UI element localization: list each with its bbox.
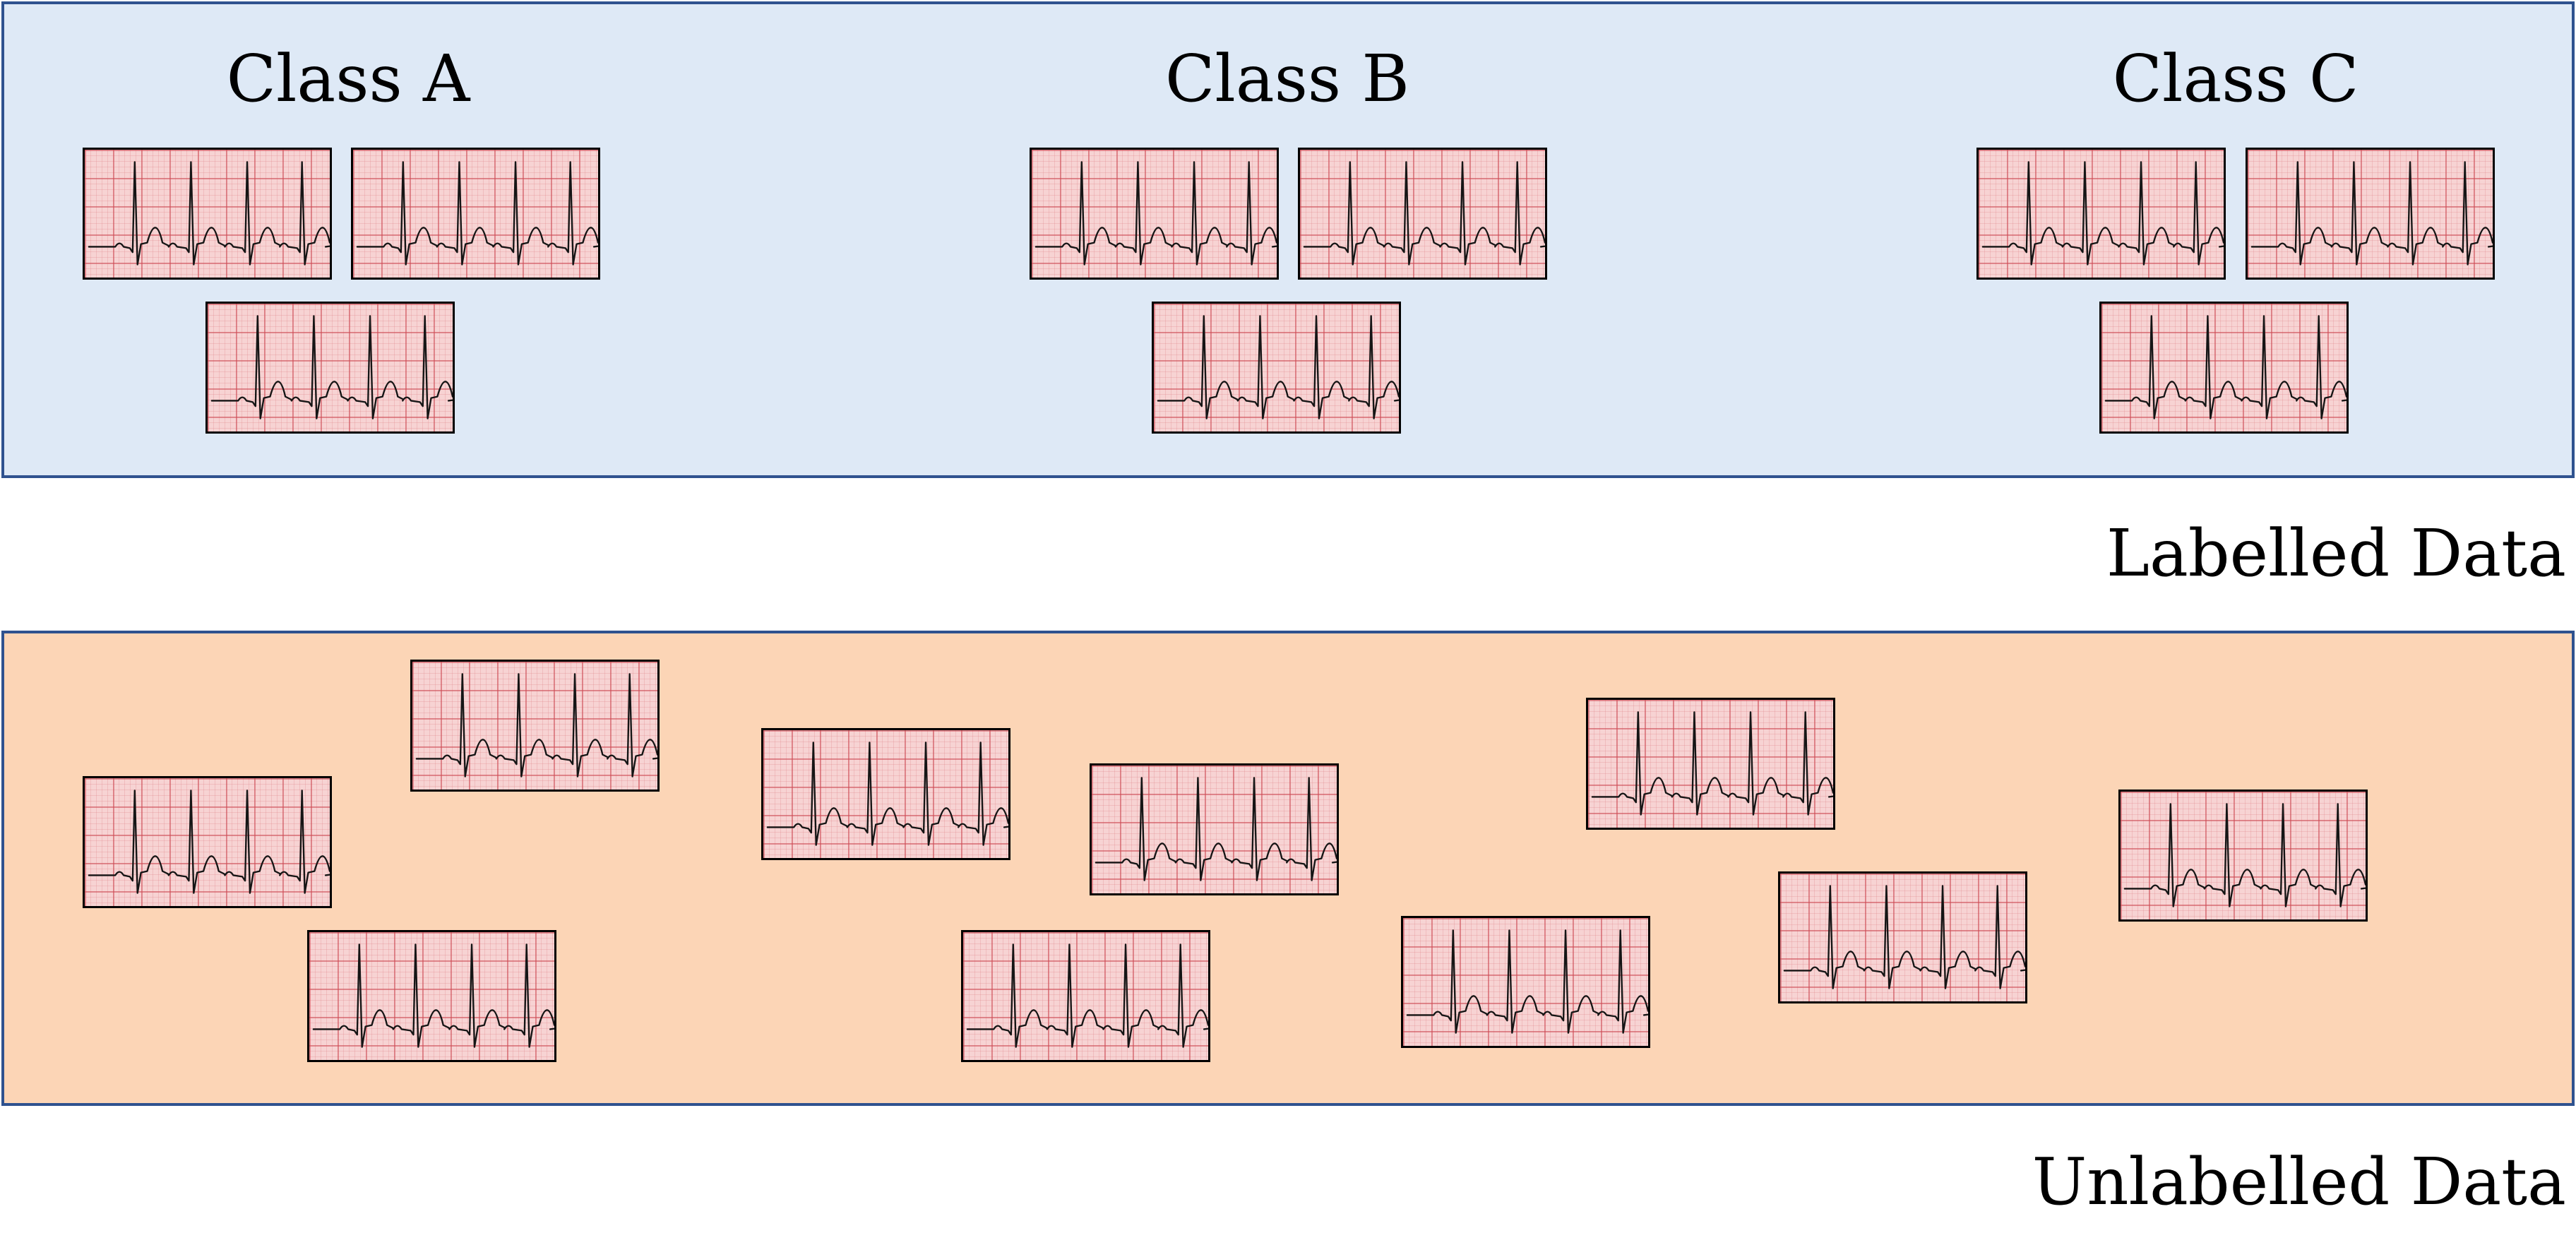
ecg-trace bbox=[210, 315, 453, 419]
class-a-title: Class A bbox=[226, 41, 470, 117]
ecg-trace bbox=[1406, 929, 1648, 1034]
ecg-strip-icon bbox=[1783, 885, 2025, 989]
ecg-trace bbox=[1981, 161, 2224, 266]
class-b-ecg-strip bbox=[1030, 148, 1279, 280]
ecg-trace bbox=[766, 741, 1008, 846]
ecg-strip-icon bbox=[88, 161, 330, 266]
ecg-trace bbox=[1157, 315, 1399, 419]
class-c-ecg-strip bbox=[1976, 148, 2226, 280]
ecg-trace bbox=[2123, 803, 2366, 907]
class-c-ecg-strip bbox=[2246, 148, 2495, 280]
ecg-trace bbox=[966, 943, 1208, 1048]
unlabelled-ecg-strip bbox=[1090, 763, 1339, 895]
unlabelled-ecg-strip bbox=[761, 728, 1010, 860]
labelled-data-caption: Labelled Data bbox=[2106, 516, 2566, 591]
ecg-strip-icon bbox=[2123, 803, 2366, 907]
class-b-ecg-strip bbox=[1152, 302, 1401, 434]
class-a-ecg-strip bbox=[205, 302, 455, 434]
ecg-trace bbox=[415, 673, 657, 778]
ecg-trace bbox=[356, 161, 598, 266]
unlabelled-data-panel bbox=[1, 631, 2575, 1106]
ecg-strip-icon bbox=[1406, 929, 1648, 1034]
ecg-trace bbox=[1034, 161, 1277, 266]
unlabelled-ecg-strip bbox=[1778, 871, 2027, 1003]
class-c-title: Class C bbox=[2112, 41, 2359, 117]
ecg-strip-icon bbox=[210, 315, 453, 419]
ecg-trace bbox=[1783, 885, 2025, 989]
class-a-ecg-strip bbox=[351, 148, 600, 280]
unlabelled-ecg-strip bbox=[83, 776, 332, 908]
labelled-data-panel: Class A Class B Class C bbox=[1, 1, 2575, 478]
ecg-strip-icon bbox=[966, 943, 1208, 1048]
ecg-strip-icon bbox=[1303, 161, 1545, 266]
ecg-trace bbox=[312, 943, 554, 1048]
ecg-trace bbox=[2104, 315, 2347, 419]
unlabelled-data-caption: Unlabelled Data bbox=[2032, 1144, 2566, 1220]
unlabelled-ecg-strip bbox=[1586, 698, 1835, 830]
ecg-trace bbox=[1591, 711, 1833, 816]
ecg-strip-icon bbox=[2104, 315, 2347, 419]
unlabelled-ecg-strip bbox=[1401, 916, 1650, 1048]
ecg-strip-icon bbox=[1034, 161, 1277, 266]
ecg-trace bbox=[1095, 777, 1337, 881]
ecg-trace bbox=[2250, 161, 2493, 266]
ecg-strip-icon bbox=[415, 673, 657, 778]
ecg-strip-icon bbox=[2250, 161, 2493, 266]
ecg-strip-icon bbox=[1591, 711, 1833, 816]
ecg-strip-icon bbox=[1095, 777, 1337, 881]
unlabelled-ecg-strip bbox=[307, 930, 556, 1062]
ecg-trace bbox=[88, 790, 330, 894]
class-b-ecg-strip bbox=[1298, 148, 1547, 280]
ecg-strip-icon bbox=[356, 161, 598, 266]
ecg-trace bbox=[88, 161, 330, 266]
class-c-ecg-strip bbox=[2099, 302, 2349, 434]
class-b-title: Class B bbox=[1165, 41, 1409, 117]
ecg-strip-icon bbox=[1981, 161, 2224, 266]
ecg-strip-icon bbox=[766, 741, 1008, 846]
unlabelled-ecg-strip bbox=[2118, 790, 2368, 922]
class-a-ecg-strip bbox=[83, 148, 332, 280]
ecg-strip-icon bbox=[1157, 315, 1399, 419]
ecg-trace bbox=[1303, 161, 1545, 266]
ecg-strip-icon bbox=[312, 943, 554, 1048]
unlabelled-ecg-strip bbox=[961, 930, 1210, 1062]
unlabelled-ecg-strip bbox=[410, 660, 660, 792]
ecg-strip-icon bbox=[88, 790, 330, 894]
